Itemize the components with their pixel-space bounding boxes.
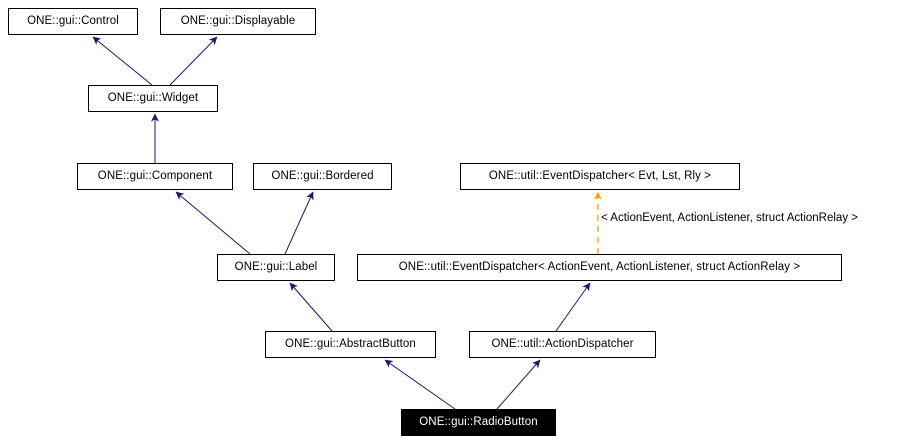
edge-widget-control	[92, 36, 153, 86]
class-node-control[interactable]: ONE::gui::Control	[8, 8, 138, 35]
class-node-label[interactable]: ONE::gui::Label	[217, 254, 335, 281]
class-node-radiobutton-current[interactable]: ONE::gui::RadioButton	[401, 409, 556, 436]
edge-radiobutton-actiondispatcher	[496, 359, 541, 410]
class-node-component[interactable]: ONE::gui::Component	[77, 163, 233, 190]
class-node-eventdispatcher-instantiation[interactable]: ONE::util::EventDispatcher< ActionEvent,…	[357, 254, 842, 281]
edge-actiondispatcher-eventdispatcher	[555, 282, 591, 332]
edge-label-component	[175, 191, 251, 255]
edge-label-bordered	[284, 191, 314, 255]
edge-widget-displayable	[169, 36, 218, 86]
class-node-abstractbutton[interactable]: ONE::gui::AbstractButton	[265, 331, 436, 358]
class-node-bordered[interactable]: ONE::gui::Bordered	[253, 163, 392, 190]
edge-radiobutton-abstractbutton	[384, 359, 456, 410]
edge-abstractbutton-label	[289, 282, 333, 332]
template-binding-label: < ActionEvent, ActionListener, struct Ac…	[601, 212, 858, 224]
class-node-eventdispatcher-template[interactable]: ONE::util::EventDispatcher< Evt, Lst, Rl…	[460, 163, 740, 190]
class-node-widget[interactable]: ONE::gui::Widget	[88, 85, 218, 112]
class-node-displayable[interactable]: ONE::gui::Displayable	[160, 8, 316, 35]
class-node-actiondispatcher[interactable]: ONE::util::ActionDispatcher	[469, 331, 656, 358]
